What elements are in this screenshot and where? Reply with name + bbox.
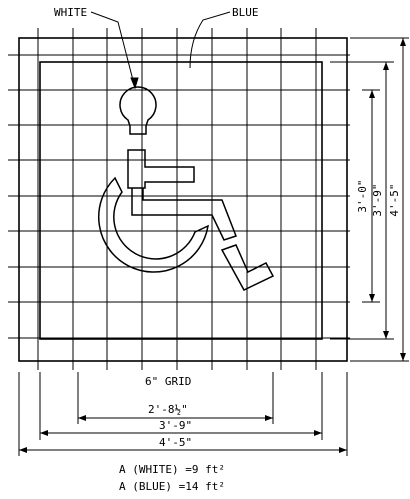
blue-leader	[189, 11, 231, 69]
symbol-leg-seat	[131, 188, 237, 241]
outer-frame	[18, 37, 348, 362]
white-area-note: A (WHITE) =9 ft²	[119, 463, 225, 476]
horizontal-dimensions	[18, 372, 348, 456]
white-leader	[90, 11, 136, 89]
grid-note: 6" GRID	[145, 375, 191, 388]
blue-height-dimension: 3'-9"	[371, 183, 384, 216]
symbol-width-dimension: 2'-8½"	[148, 403, 188, 416]
blue-background-frame	[39, 61, 323, 340]
vertical-dimensions	[330, 37, 409, 362]
symbol-wheel	[97, 176, 209, 273]
outer-width-dimension: 4'-5"	[159, 436, 192, 449]
blue-width-dimension: 3'-9"	[159, 419, 192, 432]
symbol-foot	[220, 244, 275, 291]
blue-callout-label: BLUE	[232, 6, 259, 19]
symbol-torso-arm	[127, 149, 195, 189]
symbol-head	[119, 86, 157, 135]
inner-height-dimension: 3'-0"	[356, 179, 369, 212]
blue-area-note: A (BLUE) =14 ft²	[119, 480, 225, 493]
white-callout-label: WHITE	[54, 6, 87, 19]
outer-height-dimension: 4'-5"	[388, 183, 401, 216]
grid-lines	[8, 28, 350, 370]
wheelchair-symbol	[97, 86, 275, 291]
